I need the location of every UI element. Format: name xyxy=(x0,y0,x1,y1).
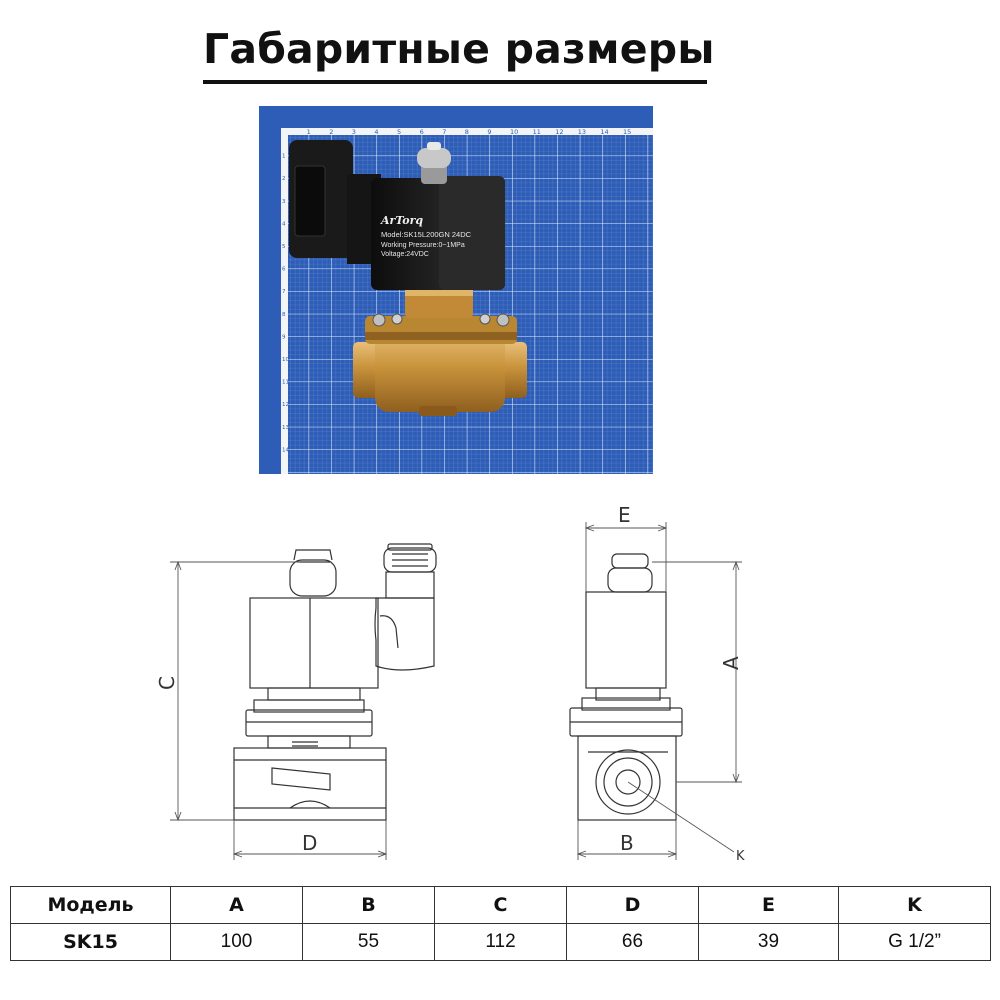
ruler-left-tick: 10 xyxy=(282,357,289,363)
header-k: K xyxy=(838,886,991,924)
cell-c: 112 xyxy=(434,923,567,961)
cell-model: SK15 xyxy=(10,923,171,961)
ruler-top-tick: 11 xyxy=(533,128,541,136)
ruler-top-tick: 5 xyxy=(397,128,401,136)
dimension-drawing: C D E A B K xyxy=(155,503,745,864)
ruler-top-tick: 10 xyxy=(510,128,518,136)
ruler-left-tick: 3 xyxy=(282,199,286,205)
header-model: Модель xyxy=(10,886,171,924)
ruler-left-tick: 2 xyxy=(282,176,286,182)
ruler-left-tick: 5 xyxy=(282,244,286,250)
header-b: B xyxy=(302,886,435,924)
ruler-top-tick: 7 xyxy=(442,128,446,136)
page-title: Габаритные размеры xyxy=(203,18,714,84)
ruler-top-tick: 15 xyxy=(623,128,631,136)
dim-label-a: A xyxy=(719,656,743,670)
ruler-top-tick: 14 xyxy=(600,128,608,136)
table-row: SK15 100 55 112 66 39 G 1/2” xyxy=(10,923,991,961)
ruler-top-tick: 13 xyxy=(578,128,586,136)
ruler-left-tick: 4 xyxy=(282,221,286,227)
ruler-left-tick: 1 xyxy=(282,154,286,160)
dim-label-c: C xyxy=(155,676,179,690)
ruler-top-tick: 12 xyxy=(555,128,563,136)
ruler-left-tick: 11 xyxy=(282,380,289,386)
header-c: C xyxy=(434,886,567,924)
dimensions-table: Модель A B C D E K SK15 100 55 112 66 39… xyxy=(10,886,991,961)
ruler-top-tick: 3 xyxy=(352,128,356,136)
coil-voltage-label: Voltage:24VDC xyxy=(381,251,429,258)
cell-e: 39 xyxy=(698,923,839,961)
ruler-top-tick: 2 xyxy=(329,128,333,136)
header-a: A xyxy=(170,886,303,924)
ruler-top-tick: 6 xyxy=(420,128,424,136)
valve-body xyxy=(353,288,527,416)
table-header-row: Модель A B C D E K xyxy=(10,886,991,924)
cell-b: 55 xyxy=(302,923,435,961)
ruler-left-tick: 13 xyxy=(282,425,289,431)
dim-label-e: E xyxy=(618,503,631,527)
top-ruler xyxy=(286,128,653,135)
ruler-left-tick: 6 xyxy=(282,267,286,273)
front-view xyxy=(233,543,437,821)
header-d: D xyxy=(566,886,699,924)
ruler-top-tick: 8 xyxy=(465,128,469,136)
dim-label-b: B xyxy=(620,831,634,855)
coil-brand-label: ArTorq xyxy=(380,214,423,227)
dim-label-k: K xyxy=(736,849,745,864)
ruler-left-tick: 9 xyxy=(282,334,286,340)
ruler-left-tick: 7 xyxy=(282,289,286,295)
coil-pressure-label: Working Pressure:0~1MPa xyxy=(381,242,465,249)
cell-k: G 1/2” xyxy=(838,923,991,961)
ruler-top-tick: 9 xyxy=(487,128,491,136)
cell-a: 100 xyxy=(170,923,303,961)
header-e: E xyxy=(698,886,839,924)
solenoid-coil: ArTorq Model:SK15L200GN 24DC Working Pre… xyxy=(289,140,505,290)
ruler-left-tick: 14 xyxy=(282,447,289,453)
side-view xyxy=(569,553,683,821)
ruler-top-tick: 1 xyxy=(307,128,311,136)
cell-d: 66 xyxy=(566,923,699,961)
dim-label-d: D xyxy=(302,831,317,855)
ruler-top-tick: 4 xyxy=(374,128,378,136)
ruler-left-tick: 8 xyxy=(282,312,286,318)
ruler-left-tick: 12 xyxy=(282,402,289,408)
left-ruler xyxy=(281,128,288,474)
coil-model-label: Model:SK15L200GN 24DC xyxy=(381,230,472,239)
